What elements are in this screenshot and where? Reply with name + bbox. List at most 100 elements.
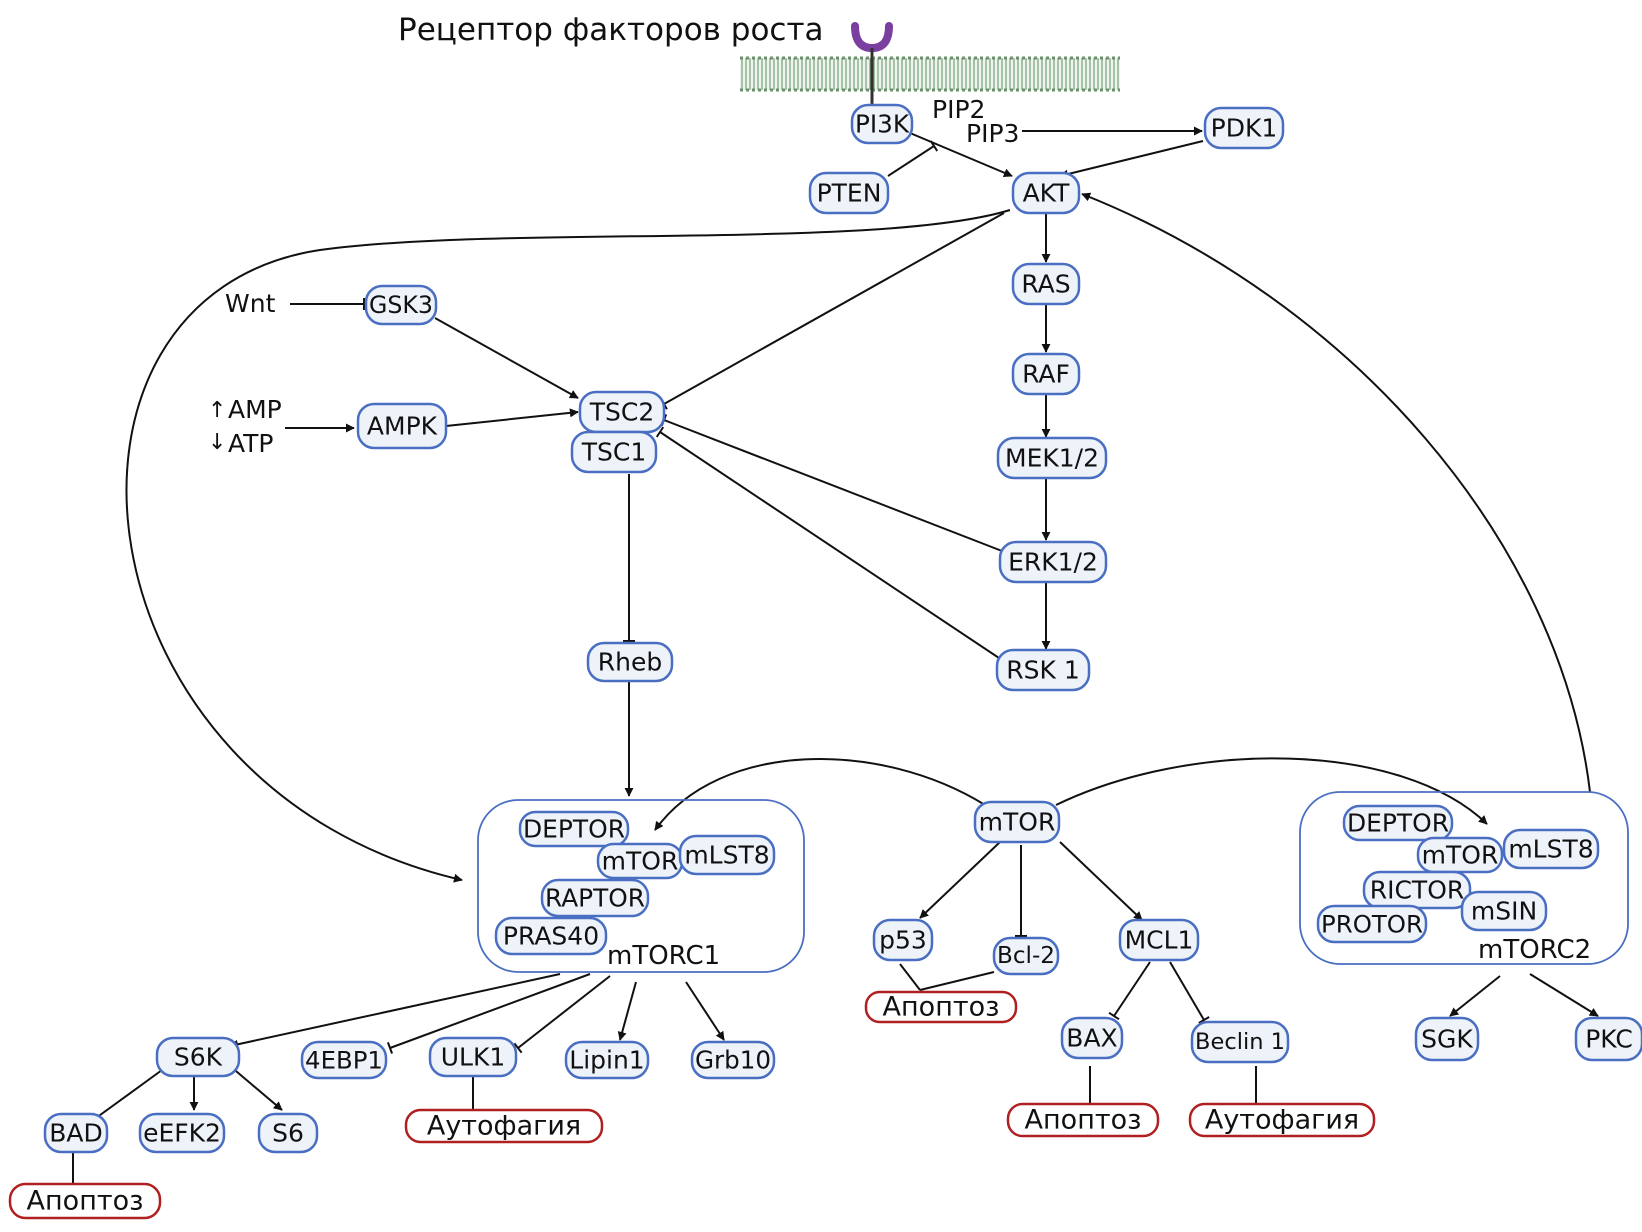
mtorc1-pras40-label: PRAS40 xyxy=(503,922,599,951)
pi3k-node-label: PI3K xyxy=(855,110,910,139)
wnt-label: Wnt xyxy=(225,289,276,318)
tsc1-node-label: TSC1 xyxy=(581,438,647,467)
apoptosis-outcome-bad-box xyxy=(8,1182,162,1220)
edge-mtorc1-4ebp1 xyxy=(386,973,591,1054)
grb10-node-box xyxy=(690,1040,776,1080)
sgk-node-box xyxy=(1414,1016,1480,1062)
s6k-node: S6K xyxy=(155,1036,241,1078)
mtorc2-mlst8: mLST8 xyxy=(1502,828,1600,870)
edge-s6k-s6 xyxy=(229,1065,283,1111)
apoptosis-outcome-bad-label: Апоптоз xyxy=(27,1186,144,1217)
apoptosis-outcome-bax-box xyxy=(1006,1102,1160,1138)
mtorc2-mlst8-label: mLST8 xyxy=(1508,835,1593,864)
mtorc2-label: mTORC2 xyxy=(1478,935,1591,965)
akt-node-label: AKT xyxy=(1023,179,1071,208)
mtorc2-deptor-box xyxy=(1342,804,1454,842)
edge-mtorc1-lipin1 xyxy=(617,981,637,1041)
bax-node-label: BAX xyxy=(1066,1024,1117,1053)
apoptosis-outcome-p53: Апоптоз xyxy=(864,990,1018,1024)
pten-node: PTEN xyxy=(808,171,890,215)
autophagy-outcome-ulk1: Аутофагия xyxy=(404,1108,604,1144)
mtorc2-mtor-label: mTOR xyxy=(1422,841,1499,870)
bad-node: BAD xyxy=(43,1112,109,1154)
mtorc1-mlst8: mLST8 xyxy=(678,834,776,876)
edge-mcl1-bax xyxy=(1108,961,1151,1021)
tsc1-node: TSC1 xyxy=(570,430,658,474)
edge-mtorc2-pkc xyxy=(1529,973,1599,1017)
mtorc2-protor: PROTOR xyxy=(1316,904,1428,944)
edge-pten-pi3k xyxy=(887,140,939,177)
mcl1-node-box xyxy=(1118,918,1200,962)
mek-node-box xyxy=(996,436,1108,480)
mtorc2-deptor-label: DEPTOR xyxy=(1347,809,1449,838)
amp-label: AMP xyxy=(228,395,282,424)
cell-membrane xyxy=(740,56,1120,92)
edge-rsk-tsc2 xyxy=(655,426,1003,661)
p53-node: p53 xyxy=(872,918,934,962)
apoptosis-outcome-p53-box xyxy=(864,990,1018,1024)
ebp1-node: 4EBP1 xyxy=(300,1040,388,1080)
mtor-center-node: mTOR xyxy=(973,800,1061,844)
akt-node-box xyxy=(1011,171,1081,215)
mtorc1-mtor: mTOR xyxy=(596,842,684,880)
mtorc1-raptor-box xyxy=(540,878,650,918)
ulk1-node-box xyxy=(428,1036,518,1078)
gsk3-node-box xyxy=(364,284,438,326)
lipin1-node-box xyxy=(564,1040,650,1080)
s6k-node-label: S6K xyxy=(174,1043,223,1072)
grb10-node: Grb10 xyxy=(690,1040,776,1080)
akt-node: AKT xyxy=(1011,171,1081,215)
edge-bcl2-apoptosis xyxy=(919,971,995,991)
ampk-node-label: AMPK xyxy=(367,412,438,441)
mtorc2-complex-box xyxy=(1299,791,1629,965)
mtor-center-node-label: mTOR xyxy=(979,808,1056,837)
gsk3-node: GSK3 xyxy=(364,284,438,326)
erk-node-label: ERK1/2 xyxy=(1008,548,1098,577)
eefk2-node-box xyxy=(138,1112,226,1154)
ebp1-node-box xyxy=(300,1040,388,1080)
mtorc1-mlst8-label: mLST8 xyxy=(684,841,769,870)
erk-node-box xyxy=(998,540,1108,584)
sgk-node: SGK xyxy=(1414,1016,1480,1062)
pi3k-node-box xyxy=(850,103,914,145)
apoptosis-outcome-bax-label: Апоптоз xyxy=(1025,1105,1142,1136)
ulk1-node-label: ULK1 xyxy=(441,1043,506,1072)
mtorc2-msin-box xyxy=(1460,890,1548,932)
s6-node-label: S6 xyxy=(272,1119,304,1148)
mtorc1-complex-box xyxy=(477,799,805,973)
edge-mtor-mcl1 xyxy=(1059,841,1143,921)
pkc-node: PKC xyxy=(1574,1016,1642,1062)
s6k-node-box xyxy=(155,1036,241,1078)
edge-akt-mtorc1 xyxy=(125,209,1011,883)
apoptosis-outcome-bax: Апоптоз xyxy=(1006,1102,1160,1138)
ebp1-node-label: 4EBP1 xyxy=(305,1046,383,1075)
erk-node: ERK1/2 xyxy=(998,540,1108,584)
edge-mtor-mtorc1 xyxy=(654,758,986,831)
rheb-node-label: Rheb xyxy=(598,648,662,677)
s6-node-box xyxy=(257,1112,319,1154)
mtorc2-protor-box xyxy=(1316,904,1428,944)
s6-node: S6 xyxy=(257,1112,319,1154)
raf-node-label: RAF xyxy=(1022,360,1070,389)
receptor-label: Рецептор факторов роста xyxy=(398,12,824,48)
edge-mtor-mtorc2 xyxy=(1055,757,1488,825)
gsk3-node-label: GSK3 xyxy=(369,291,433,319)
edge-mtor-p53 xyxy=(919,841,1001,919)
mtorc1-pras40-box xyxy=(494,916,608,956)
p53-node-box xyxy=(872,918,934,962)
edge-mtorc1-ulk1 xyxy=(513,975,611,1054)
mtor-center-node-box xyxy=(973,800,1061,844)
ras-node-box xyxy=(1011,262,1081,306)
autophagy-outcome-beclin-label: Аутофагия xyxy=(1205,1105,1359,1136)
tsc2-node-label: TSC2 xyxy=(589,398,655,427)
mtorc1-label: mTORC1 xyxy=(607,941,720,971)
mtorc1-mlst8-box xyxy=(678,834,776,876)
pdk1-node-box xyxy=(1203,106,1285,150)
edge-mtorc2-akt xyxy=(1081,192,1591,793)
atp-label: ATP xyxy=(228,429,274,458)
mtorc2-msin: mSIN xyxy=(1460,890,1548,932)
atp-down-icon: ↓ xyxy=(208,430,226,455)
ulk1-node: ULK1 xyxy=(428,1036,518,1078)
tsc1-node-box xyxy=(570,430,658,474)
ras-node-label: RAS xyxy=(1021,270,1070,299)
